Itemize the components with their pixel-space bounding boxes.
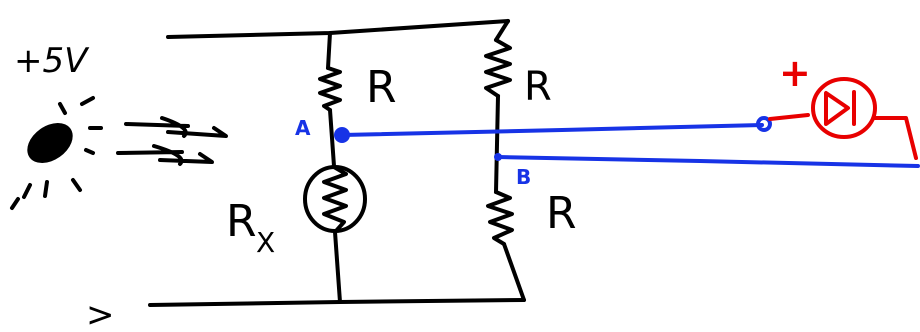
light-ray-arrow-lower: [116, 144, 214, 166]
resistor-label-right-bottom: R: [546, 188, 577, 239]
light-source-body: [27, 123, 73, 163]
arrow-icon: [116, 116, 228, 166]
resistor-label-left-top: R: [366, 62, 397, 113]
circuit-wiring: [148, 19, 526, 307]
supply-label: +5V: [14, 41, 90, 81]
photoresistor-icon: [303, 165, 367, 233]
sun-rays: [10, 96, 103, 210]
bottom-rail-wire: [148, 298, 526, 307]
node-a-label: A: [295, 116, 311, 140]
right-bottom-resistor-zigzag: [486, 190, 514, 246]
left-branch-wire-bottom: [333, 230, 342, 304]
wire-node-a-to-meter: [340, 123, 764, 137]
sun-icon: [10, 96, 103, 210]
supply-voltage-label: +5V: [14, 41, 90, 81]
node-a-dot: [334, 127, 350, 143]
right-branch-wire-mid: [494, 94, 500, 194]
node-b-label: B: [516, 165, 531, 189]
blue-wiring: A B: [295, 116, 920, 189]
meter-diode-triangle: [824, 91, 850, 126]
right-branch-wire-top: [494, 19, 510, 42]
left-branch-wire-mid: [328, 108, 336, 168]
resistor-labels: R R R R X: [226, 62, 577, 259]
light-ray-arrow-upper: [124, 116, 228, 138]
meter-lead-right: [873, 116, 918, 160]
left-resistor-zigzag: [318, 66, 342, 112]
meter-lead-left: [768, 113, 810, 121]
meter-circle: [811, 77, 877, 139]
wire-node-b-to-meter: [496, 155, 920, 168]
right-branch-wire-bottom: [502, 242, 526, 302]
rx-subscript: X: [256, 226, 275, 259]
meter-polarity-plus: +: [779, 51, 811, 95]
resistor-label-right-top: R: [524, 64, 552, 110]
left-branch-wire-top: [326, 31, 332, 70]
photoresistor-zigzag: [322, 165, 348, 233]
right-top-resistor-zigzag: [484, 38, 512, 98]
bottom-left-mark: >: [86, 295, 115, 332]
node-b-dot: [494, 153, 502, 161]
diode-meter-icon: +: [768, 51, 918, 160]
rx-label: R: [226, 196, 257, 247]
top-rail-wire: [166, 19, 510, 39]
meter-terminal-dot: [756, 116, 772, 132]
